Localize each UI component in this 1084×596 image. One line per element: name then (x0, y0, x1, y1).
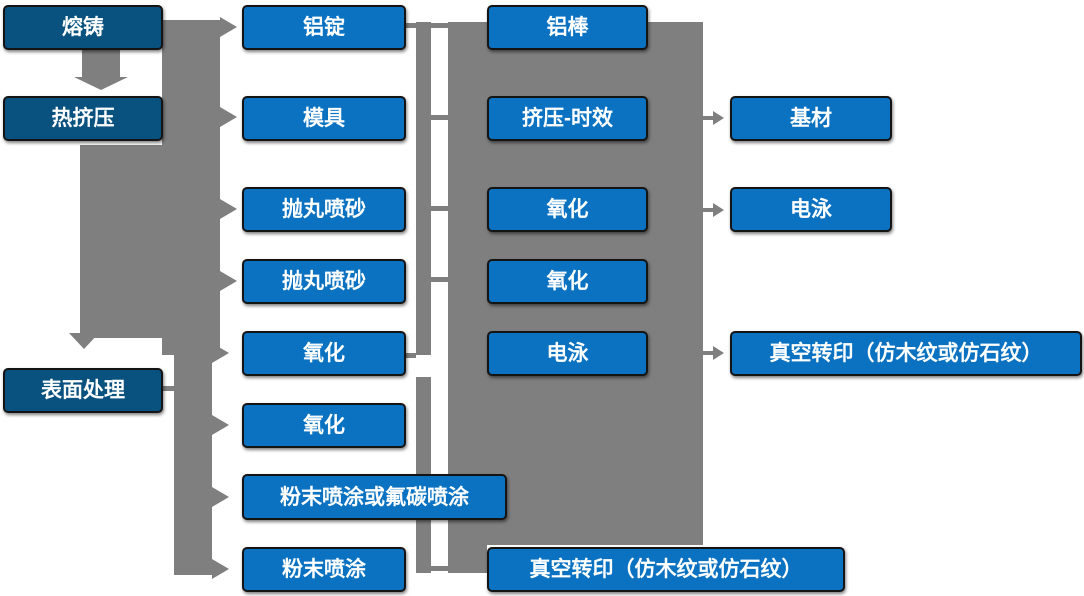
connector-surface-treatment-stub (163, 386, 175, 391)
arrow-down-to-hot-extrusion (74, 77, 128, 90)
node-oxidation-2: 氧化 (242, 403, 406, 448)
connector-melting-to-hot-extrusion (82, 50, 120, 77)
arrow-to-powder-or-fluorocarbon-coating (212, 487, 229, 507)
stub-shot-blasting-2 (431, 277, 448, 282)
node-vacuum-transfer-1: 真空转印（仿木纹或仿石纹） (487, 547, 845, 592)
node-surface-treatment: 表面处理 (3, 368, 163, 413)
node-extrusion-aging: 挤压-时效 (487, 96, 648, 141)
node-oxidation-1: 氧化 (242, 331, 406, 376)
arrow-to-powder-coating (212, 559, 229, 579)
connector-left-spine (162, 20, 220, 355)
arrow-to-oxidation-1 (212, 343, 229, 363)
node-melting-casting: 熔铸 (3, 5, 163, 50)
node-shot-blasting-2: 抛丸喷砂 (242, 259, 406, 304)
arrow-to-shot-blasting-1 (220, 199, 237, 219)
stub-powder-coating (431, 566, 448, 571)
line-to-vacuum-transfer-2 (703, 351, 714, 355)
arrow-to-shot-blasting-2 (220, 271, 237, 291)
arrow-to-aluminum-ingot (220, 17, 237, 37)
connector-mid-bar-upper (416, 22, 431, 355)
stub-oxidation-1 (406, 353, 416, 358)
arrow-to-base-material (713, 111, 724, 125)
node-powder-coating: 粉末喷涂 (242, 547, 406, 592)
node-vacuum-transfer-2: 真空转印（仿木纹或仿石纹） (730, 331, 1082, 376)
line-to-electrophoresis-2 (703, 208, 714, 212)
node-oxidation-4: 氧化 (487, 259, 648, 304)
stub-shot-blasting-1 (431, 206, 448, 211)
arrow-down-to-surface-treatment (69, 333, 99, 349)
node-hot-extrusion: 热挤压 (3, 96, 163, 141)
stub-mold (431, 115, 448, 120)
arrow-to-oxidation-2 (212, 415, 229, 435)
connector-left-wide-block (80, 145, 162, 338)
node-electrophoresis-1: 电泳 (487, 331, 648, 376)
arrow-to-mold (220, 107, 237, 127)
node-aluminum-rod: 铝棒 (487, 5, 648, 50)
connector-left-spine-lower (174, 348, 212, 575)
node-mold: 模具 (242, 96, 406, 141)
node-shot-blasting-1: 抛丸喷砂 (242, 187, 406, 232)
node-aluminum-ingot: 铝锭 (242, 5, 406, 50)
stub-aluminum-ingot (406, 23, 448, 28)
connector-center-block-extension (448, 545, 487, 573)
node-oxidation-3: 氧化 (487, 187, 648, 232)
node-powder-or-fluorocarbon-coating: 粉末喷涂或氟碳喷涂 (242, 474, 507, 520)
node-electrophoresis-2: 电泳 (730, 187, 892, 232)
line-to-base-material (703, 116, 714, 120)
arrow-to-electrophoresis-2 (713, 203, 724, 217)
node-base-material: 基材 (730, 96, 892, 141)
arrow-to-vacuum-transfer-2 (713, 346, 724, 360)
